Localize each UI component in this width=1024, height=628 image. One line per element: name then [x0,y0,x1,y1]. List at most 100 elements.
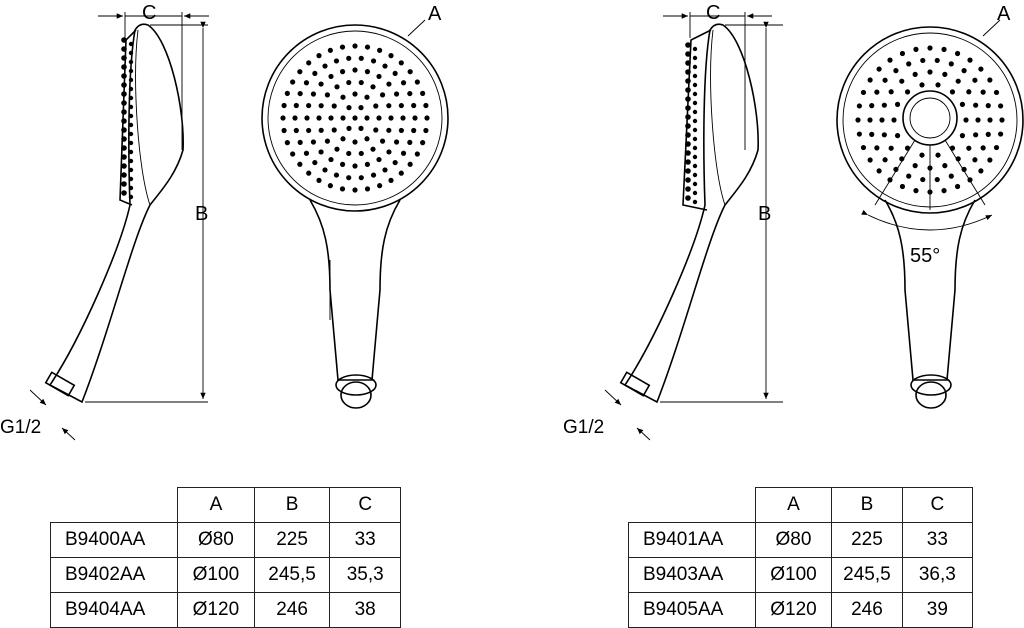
nozzle-dot [876,66,882,72]
nozzle-dot [304,115,310,121]
nozzle-dot [322,167,328,173]
nozzle-dot [867,77,873,83]
nozzle-dot [919,82,925,88]
dim-c-label: C [706,2,720,24]
nozzle-dot [303,150,310,156]
nozzle-dot [856,131,862,137]
c-cell: 36,3 [901,557,974,593]
nozzle-dot [935,152,941,158]
nozzle-dot [685,123,691,129]
a-cell: Ø100 [177,557,255,593]
nozzle-dot [393,139,400,145]
nozzle-dot [324,138,331,144]
nozzle-dot [899,50,906,57]
nozzle-dot [692,145,698,151]
nozzle-dot [281,127,287,134]
nozzle-dot [352,43,358,49]
dim-b-label: B [195,203,208,225]
nozzle-dot [400,80,407,86]
nozzle-dot [121,136,127,142]
nozzle-dot [128,95,134,101]
nozzle-dot [948,61,954,67]
nozzle-dot [386,127,392,133]
nozzle-dot [377,183,383,189]
b-cell: 246 [831,592,903,628]
nozzle-dot [398,102,404,109]
nozzle-dot [893,68,899,74]
nozzle-dot [128,149,134,155]
nozzle-dot [328,156,334,163]
b-cell: 245,5 [253,557,331,593]
nozzle-dot [290,79,296,85]
dim-c-label: C [142,2,156,24]
model-cell: B9401AA [628,522,756,558]
nozzle-dot [975,117,981,123]
nozzle-dot [293,127,299,134]
nozzle-dot [352,139,358,145]
dimensions: B C G1/2 [0,2,209,441]
nozzle-dot [128,131,134,137]
nozzle-dot [685,150,691,156]
nozzle-dot [874,89,880,95]
nozzle-dot [998,131,1004,137]
b-cell: 225 [253,522,331,558]
nozzle-dot [899,183,906,190]
header-b: B [831,487,903,523]
nozzle-dot [941,46,947,52]
nozzle-dot [339,186,346,192]
nozzle-dot [364,161,371,167]
nozzle-dot [972,157,978,163]
nozzle-dot [352,91,358,97]
nozzle-dot [692,154,698,160]
nozzle-dot [423,127,429,134]
model-cell: B9404AA [49,592,179,628]
nozzle-dot [121,163,127,169]
thread-label: G1/2 [563,417,604,438]
nozzle-dot [685,60,691,66]
nozzle-dot [966,89,972,95]
nozzle-dot [339,44,346,50]
nozzle-dot [692,73,698,79]
c-cell: 33 [901,522,974,558]
nozzle-dot [386,103,392,109]
nozzle-dot [973,132,979,138]
nozzle-dot [424,115,430,121]
header-b: B [253,487,331,523]
nozzle-dot [393,91,400,97]
nozzle-dot [392,70,398,77]
nozzle-dot [297,161,303,167]
header-a: A [754,487,833,523]
nozzle-dot [358,55,364,61]
nozzle-dot [386,81,392,87]
nozzle-dot [281,102,287,109]
nozzle-dot [331,127,337,133]
front-view: 55° A [836,3,1024,409]
nozzle-dot [411,102,417,109]
nozzle-dot [128,167,134,173]
nozzle-dot [420,90,426,96]
model-cell: B9402AA [49,557,179,593]
nozzle-dot [128,158,134,164]
nozzle-dot [963,117,969,123]
a-cell: Ø120 [754,592,833,628]
nozzle-dot [128,104,134,110]
nozzle-dot [980,89,986,95]
a-cell: Ø100 [754,557,833,593]
nozzle-dot [985,103,991,109]
nozzle-dot [935,82,941,88]
nozzle-dot [692,199,698,205]
nozzle-dot [985,131,991,137]
nozzle-dot [352,187,358,193]
nozzle-dot [685,69,691,75]
nozzle-dot [961,68,967,74]
nozzle-dot [377,47,383,53]
nozzle-dot [420,140,426,146]
nozzle-dot [692,46,698,52]
nozzle-dot [881,132,887,138]
nozzle-dot [692,109,698,115]
nozzle-dot [894,133,901,139]
nozzle-dot [128,59,134,65]
model-cell: B9403AA [628,557,756,593]
